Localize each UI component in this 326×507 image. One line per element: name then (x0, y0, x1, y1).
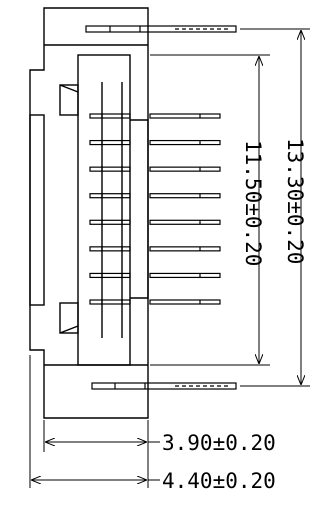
pin-row (89, 166, 221, 173)
pin-row (89, 219, 221, 226)
right-step-outline (130, 119, 149, 299)
dim-text-pin-span: 11.50±0.20 (241, 140, 265, 266)
dim-text-total-height: 13.30±0.20 (283, 138, 307, 264)
pin-row (89, 245, 221, 252)
pin-row (89, 113, 221, 119)
inner-housing (77, 54, 131, 366)
dim-text-body-width: 3.90±0.20 (162, 431, 276, 455)
pin-row (89, 272, 221, 279)
lock-block-bottom-edge (59, 325, 79, 334)
terminal-pin-top (85, 25, 237, 33)
terminal-pin-bottom (91, 382, 237, 390)
dim-text-total-width: 4.40±0.20 (162, 469, 276, 493)
pin-row (89, 192, 221, 199)
lock-block-top-edge (59, 84, 79, 93)
pin-row (89, 139, 221, 146)
pin-row (89, 299, 221, 305)
latch-window (29, 114, 45, 306)
lock-block-top (59, 84, 79, 116)
lock-block-bottom (59, 302, 79, 334)
